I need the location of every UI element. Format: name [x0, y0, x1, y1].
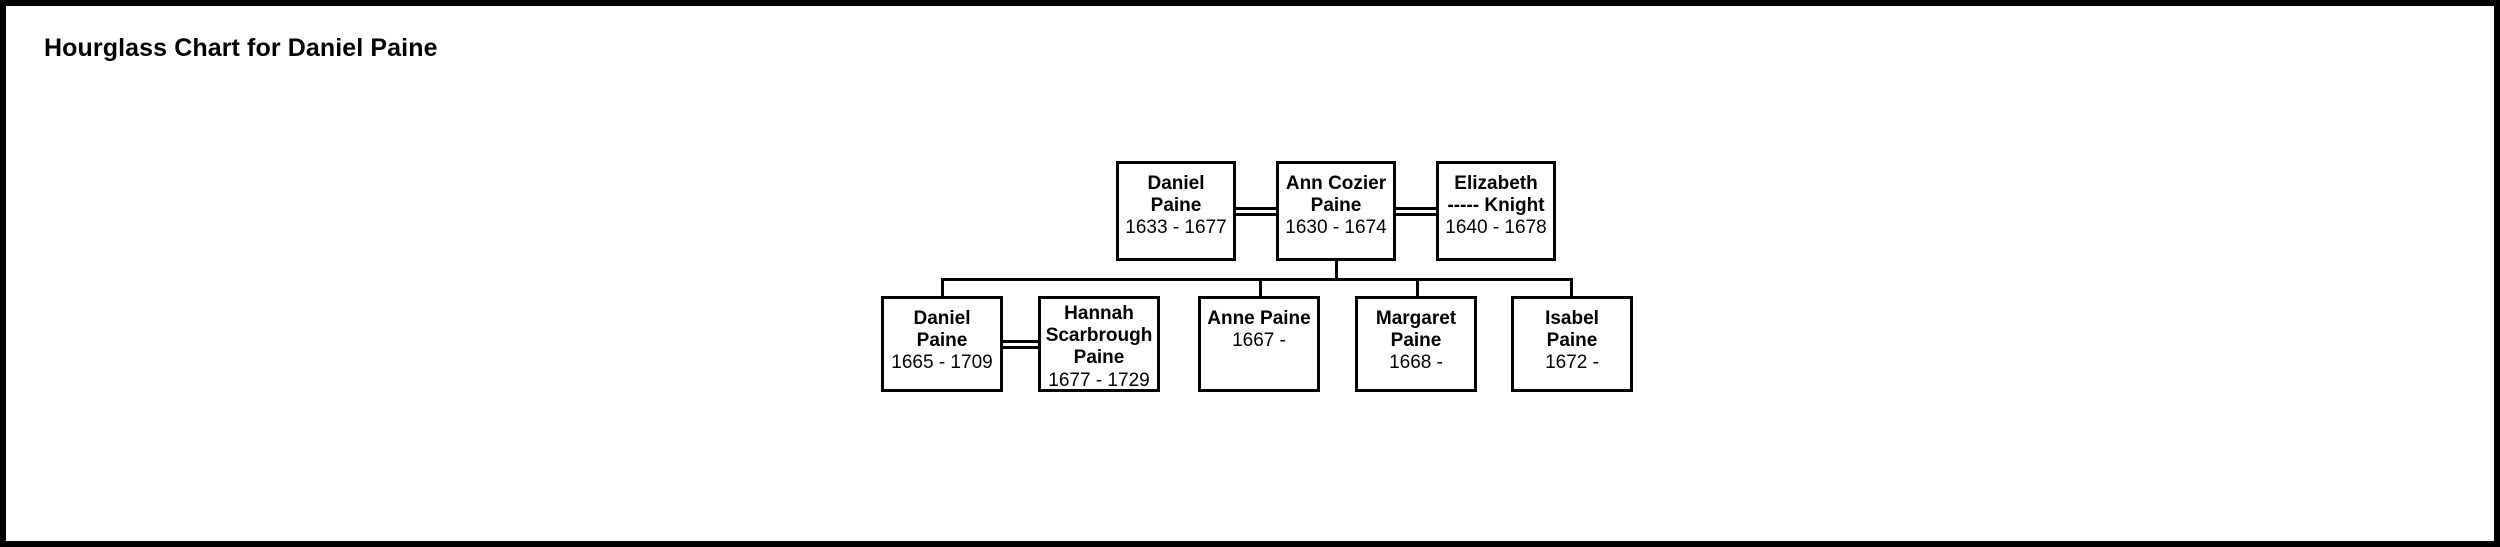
person-name: Margaret Paine	[1375, 308, 1457, 352]
person-name: Hannah Scarbrough Paine	[1045, 303, 1153, 369]
person-name: Anne Paine	[1207, 308, 1311, 329]
child-drop-line-margaret-paine-1668	[1416, 278, 1419, 296]
person-dates: 1667 -	[1232, 330, 1286, 352]
person-dates: 1633 - 1677	[1125, 217, 1227, 239]
person-box-ann-cozier-paine-1630[interactable]: Ann Cozier Paine 1630 - 1674	[1276, 161, 1396, 261]
person-box-anne-paine-1667[interactable]: Anne Paine 1667 -	[1198, 296, 1320, 392]
page-title: Hourglass Chart for Daniel Paine	[44, 34, 438, 62]
marriage-connector-ann-elizabeth	[1396, 207, 1436, 216]
person-box-daniel-paine-1665[interactable]: Daniel Paine 1665 - 1709	[881, 296, 1003, 392]
marriage-connector-daniel-ann	[1236, 207, 1276, 216]
person-box-isabel-paine-1672[interactable]: Isabel Paine 1672 -	[1511, 296, 1633, 392]
person-box-hannah-scarbrough-paine-1677[interactable]: Hannah Scarbrough Paine 1677 - 1729	[1038, 296, 1160, 392]
person-dates: 1672 -	[1545, 352, 1599, 374]
person-name: Ann Cozier Paine	[1285, 173, 1387, 217]
person-dates: 1665 - 1709	[891, 352, 993, 374]
person-box-elizabeth-knight-1640[interactable]: Elizabeth ----- Knight 1640 - 1678	[1436, 161, 1556, 261]
person-dates: 1668 -	[1389, 352, 1443, 374]
child-drop-line-daniel-paine-1665	[941, 278, 944, 296]
person-dates: 1677 - 1729	[1048, 369, 1150, 391]
person-dates: 1640 - 1678	[1445, 217, 1547, 239]
person-name: Daniel Paine	[1147, 173, 1205, 217]
person-dates: 1630 - 1674	[1285, 217, 1387, 239]
person-name: Isabel Paine	[1545, 308, 1599, 352]
person-box-margaret-paine-1668[interactable]: Margaret Paine 1668 -	[1355, 296, 1477, 392]
sibling-bus-line	[941, 278, 1573, 281]
person-name: Elizabeth ----- Knight	[1447, 173, 1545, 217]
child-drop-line-isabel-paine-1672	[1570, 278, 1573, 296]
person-box-daniel-paine-1633[interactable]: Daniel Paine 1633 - 1677	[1116, 161, 1236, 261]
descent-line-from-ann-cozier-paine	[1335, 261, 1338, 280]
child-drop-line-anne-paine-1667	[1259, 278, 1262, 296]
marriage-connector-daniel-hannah	[1003, 340, 1038, 349]
person-name: Daniel Paine	[913, 308, 971, 352]
